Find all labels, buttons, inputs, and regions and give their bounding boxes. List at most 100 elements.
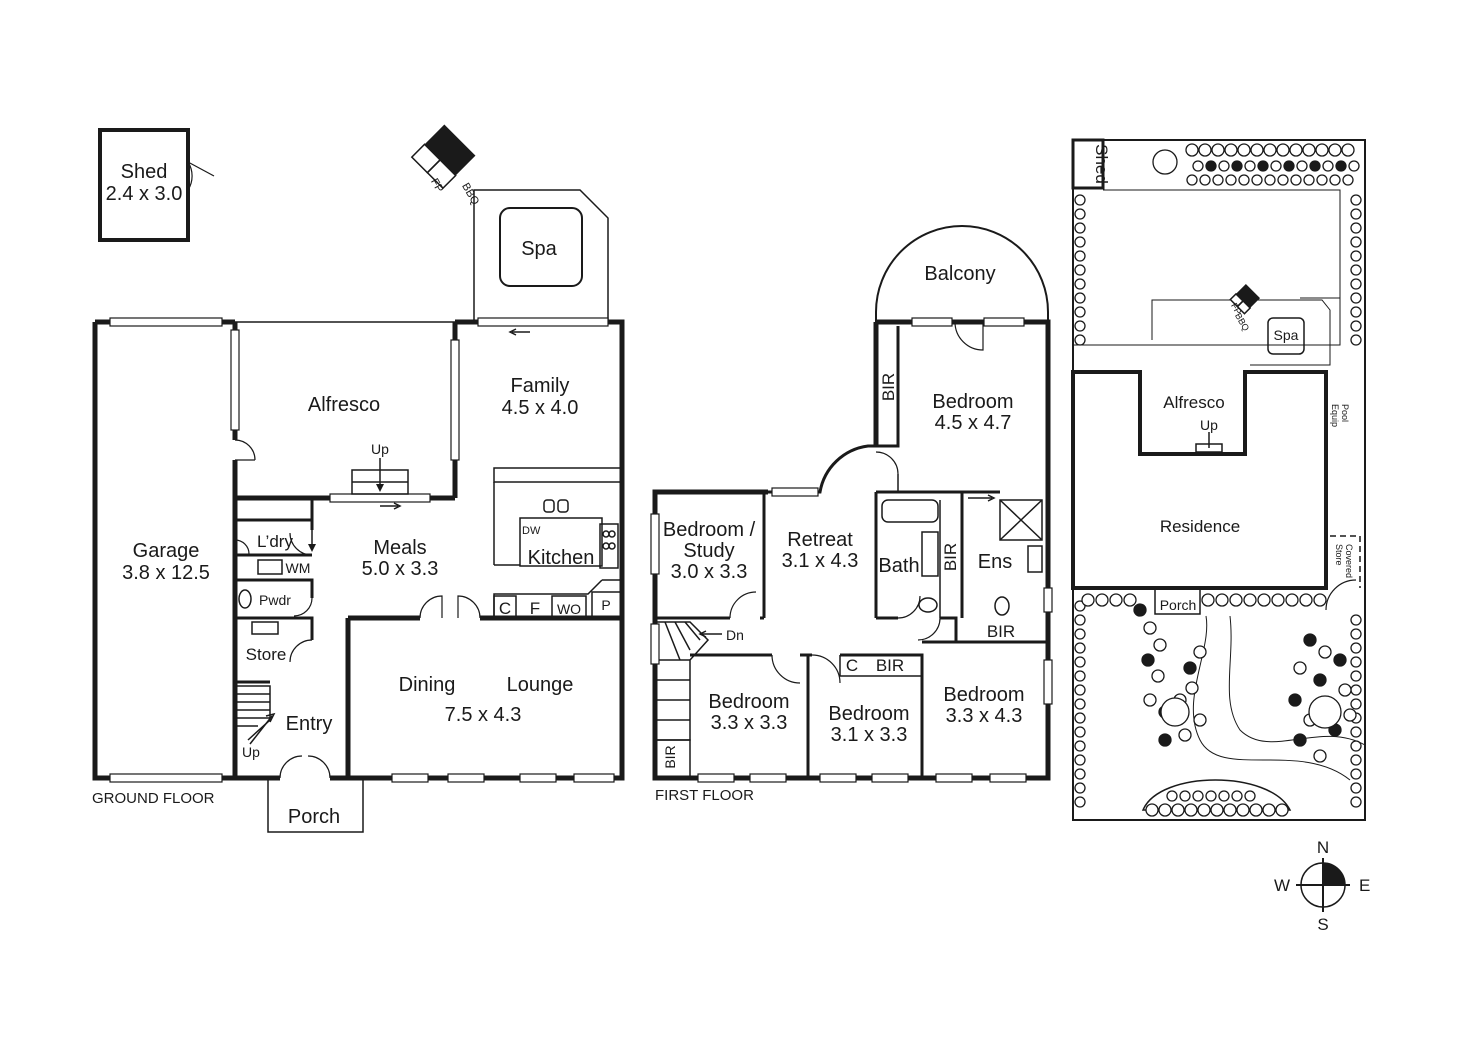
garden-tree	[1350, 754, 1362, 766]
garden-tree	[1328, 143, 1342, 157]
garden-tree	[1350, 614, 1362, 626]
fp-label: FP	[428, 177, 445, 195]
ground-stairs	[235, 685, 276, 745]
garden-tree	[1158, 803, 1172, 817]
garden-tree	[1244, 160, 1256, 172]
garden-tree	[1215, 593, 1229, 607]
garden-tree	[1074, 642, 1086, 654]
garden-tree	[1315, 143, 1329, 157]
first-floor-caption: FIRST FLOOR	[655, 787, 754, 804]
garden-tree	[1152, 149, 1178, 175]
garden-tree	[1218, 790, 1230, 802]
garden-tree	[1244, 790, 1256, 802]
kitchen-label: Kitchen	[528, 547, 595, 569]
porch-label: Porch	[288, 806, 340, 828]
garden-tree	[1271, 593, 1285, 607]
laundry-label: L’dry	[257, 532, 293, 551]
ens-label: Ens	[978, 551, 1012, 573]
site-bbq-label: BBQ	[1233, 311, 1251, 332]
dining-label: Dining	[399, 674, 456, 696]
garden-tree	[1210, 803, 1224, 817]
garden-tree	[1350, 782, 1362, 794]
garden-tree	[1081, 593, 1095, 607]
garden-tree	[1141, 653, 1155, 667]
garden-tree	[1350, 698, 1362, 710]
garden-tree	[1074, 208, 1086, 220]
spa-label: Spa	[521, 238, 557, 260]
ff-c-label: C	[846, 656, 858, 675]
garden-tree	[1074, 292, 1086, 304]
garden-tree	[1074, 726, 1086, 738]
bedroom-study-label-2: Study	[683, 540, 734, 562]
bir-5-label: BIR	[662, 745, 678, 768]
main-bedroom-label: Bedroom	[932, 391, 1013, 413]
garden-tree	[1212, 174, 1224, 186]
garden-tree	[1237, 143, 1251, 157]
garden-tree	[1264, 174, 1276, 186]
garden-tree	[1198, 143, 1212, 157]
garden-tree	[1350, 250, 1362, 262]
alfresco-label: Alfresco	[308, 394, 380, 416]
garden-tree	[1074, 768, 1086, 780]
garden-tree	[1074, 656, 1086, 668]
garden-trees	[1074, 143, 1362, 817]
garden-tree	[1350, 642, 1362, 654]
garden-tree	[1350, 796, 1362, 808]
garden-tree	[1341, 143, 1355, 157]
garden-tree	[1350, 236, 1362, 248]
garden-tree	[1338, 683, 1352, 697]
family-size: 4.5 x 4.0	[502, 397, 579, 419]
garden-tree	[1288, 693, 1302, 707]
garden-tree	[1225, 174, 1237, 186]
pool-equip-label-1: Pool	[1340, 404, 1350, 422]
compass-s: S	[1317, 915, 1328, 934]
garden-tree	[1123, 593, 1137, 607]
site-shed-label: Shed	[1092, 144, 1111, 184]
garden-tree	[1243, 593, 1257, 607]
garden-tree	[1350, 222, 1362, 234]
garden-tree	[1309, 160, 1321, 172]
garden-tree	[1231, 790, 1243, 802]
spa-deck: Spa FP BBQ	[410, 124, 609, 320]
meals-size: 5.0 x 3.3	[362, 558, 439, 580]
entry-label: Entry	[286, 713, 333, 735]
lounge-label: Lounge	[507, 674, 574, 696]
garden-tree	[1074, 754, 1086, 766]
garden-tree	[1143, 693, 1157, 707]
garden-tree	[1199, 174, 1211, 186]
site-up-label: Up	[1200, 417, 1218, 433]
main-bedroom-size: 4.5 x 4.7	[935, 412, 1012, 434]
garden-tree	[1329, 174, 1341, 186]
stairs-up-label: Up	[242, 744, 260, 760]
garden-tree	[1185, 681, 1199, 695]
garden-tree	[1192, 160, 1204, 172]
compass-e: E	[1359, 876, 1370, 895]
store-label: Store	[246, 645, 287, 664]
f-label: F	[530, 599, 540, 618]
garden-tree	[1303, 633, 1317, 647]
garden-tree	[1186, 174, 1198, 186]
garden-tree	[1290, 174, 1302, 186]
garden-tree	[1293, 661, 1307, 675]
wm-label: WM	[286, 560, 311, 576]
garden-tree	[1350, 740, 1362, 752]
garden-tree	[1160, 697, 1190, 727]
garden-tree	[1342, 174, 1354, 186]
covered-store-label-2: Store	[1334, 544, 1344, 566]
garage-size: 3.8 x 12.5	[122, 562, 210, 584]
garden-tree	[1285, 593, 1299, 607]
site-plan: Shed Spa FP BBQ Pool Equip Alfresco Up R…	[1071, 138, 1366, 821]
garden-tree	[1133, 603, 1147, 617]
garden-tree	[1074, 698, 1086, 710]
garden-tree	[1350, 264, 1362, 276]
first-floor-plan: Balcony BIR Bedroom 4.5 x 4.7 Bedroom / …	[650, 225, 1053, 804]
covered-store-label-1: Covered	[1344, 544, 1354, 578]
garden-tree	[1302, 143, 1316, 157]
garden-tree	[1350, 334, 1362, 346]
garden-tree	[1250, 143, 1264, 157]
garden-tree	[1236, 803, 1250, 817]
garden-tree	[1224, 143, 1238, 157]
garden-tree	[1074, 782, 1086, 794]
garden-tree	[1211, 143, 1225, 157]
